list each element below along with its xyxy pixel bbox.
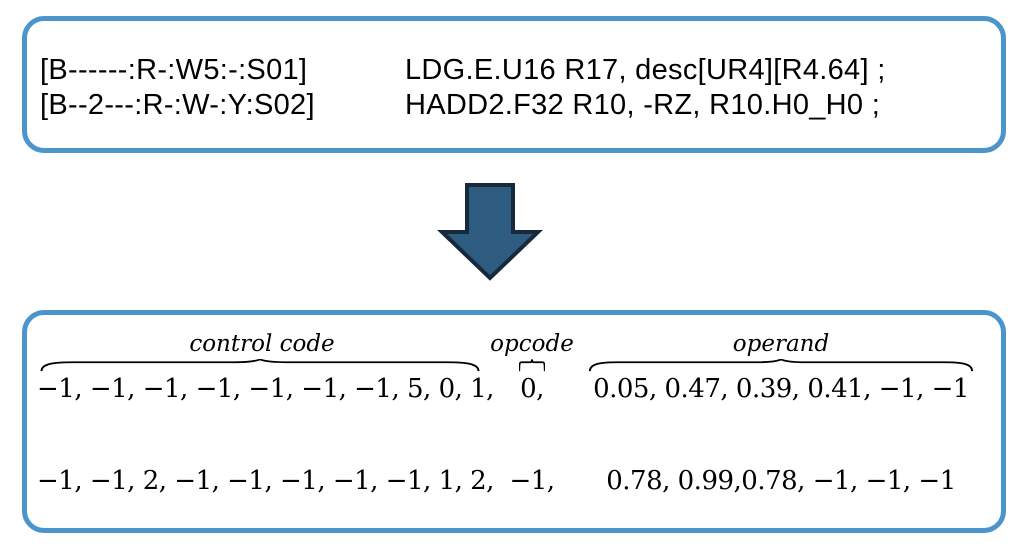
row2-control-code-values: −1, −1, 2, −1, −1, −1, −1, −1, 1, 2, [37, 466, 494, 496]
sass-instruction-1: LDG.E.U16 R17, desc[UR4][R4.64] ; [405, 53, 886, 86]
row2-opcode-value: −1, [509, 466, 555, 496]
row1-operand-values: 0.05, 0.47, 0.39, 0.41, −1, −1 [593, 374, 969, 404]
sass-line-1: [B------:R-:W5:-:S01] LDG.E.U16 R17, des… [40, 53, 991, 88]
sass-control-code-1: [B------:R-:W5:-:S01] [40, 53, 308, 86]
label-opcode: opcode [490, 331, 574, 357]
label-control-code: control code [189, 331, 335, 357]
encoded-vector-box: control code opcode operand −1, −1, − [22, 310, 1006, 533]
sass-instructions-box: [B------:R-:W5:-:S01] LDG.E.U16 R17, des… [22, 16, 1006, 153]
encoded-grid: control code opcode operand −1, −1, − [27, 315, 1001, 499]
sass-line-2: [B--2---:R-:W-:Y:S02] HADD2.F32 R10, -RZ… [40, 88, 991, 123]
overbrace-operand-wrap [577, 357, 985, 373]
sass-instruction-2: HADD2.F32 R10, -RZ, R10.H0_H0 ; [405, 88, 881, 121]
overbrace-opcode-icon [519, 359, 545, 372]
down-arrow-icon [437, 183, 543, 281]
sass-control-code-2: [B--2---:R-:W-:Y:S02] [40, 88, 315, 121]
row1-control-code-values: −1, −1, −1, −1, −1, −1, −1, 5, 0, 1, [37, 374, 494, 404]
overbrace-control-code-icon [37, 359, 483, 372]
label-operand: operand [732, 331, 830, 357]
row1-opcode-value: 0, [520, 374, 544, 404]
overbrace-opcode-wrap [487, 357, 577, 373]
overbrace-operand-icon [586, 359, 976, 372]
overbrace-control-code-wrap [37, 357, 487, 373]
row2-operand-values: 0.78, 0.99,0.78, −1, −1, −1 [606, 466, 956, 496]
